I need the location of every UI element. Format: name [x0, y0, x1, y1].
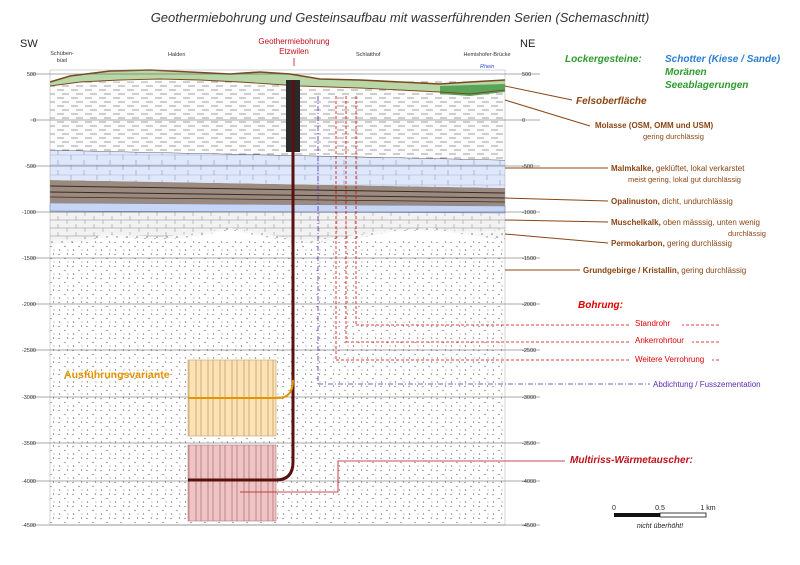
multiriss-block — [187, 444, 277, 522]
lockergesteine-schotter: Schotter (Kiese / Sande) — [665, 54, 781, 65]
depth-tick-right: -1000 — [522, 210, 536, 216]
depth-tick-left: -3000 — [22, 395, 36, 401]
opalinus-line-1 — [49, 185, 506, 194]
felsoberflaeche-leader — [504, 85, 573, 101]
variante-borehole — [188, 379, 294, 399]
layer-malmkalke — [50, 150, 505, 188]
scale-seg-white — [659, 512, 707, 518]
diagram-title: Geothermiebohrung und Gesteinsaufbau mit… — [151, 10, 650, 25]
grund-label: Grundgebirge / Kristallin, gering durchl… — [583, 266, 746, 275]
layer-legend: Lockergesteine: Schotter (Kiese / Sande)… — [504, 54, 781, 275]
multiriss-leader — [240, 460, 565, 493]
malm-label: Malmkalke, geklüftet, lokal verkarstet — [611, 164, 745, 173]
depth-tick-left: -3500 — [22, 441, 36, 447]
multiriss-borehole — [188, 461, 295, 482]
layer-muschelkalk — [50, 210, 505, 240]
depth-tick-right: -3500 — [522, 441, 536, 447]
perm-leader — [504, 233, 609, 244]
anker-label-bg — [630, 334, 692, 345]
orientation-sw: SW — [20, 38, 38, 50]
scale-bar: 0 0.5 1 km nicht überhöht! — [612, 505, 716, 530]
scale-label-0: 0 — [612, 505, 616, 512]
bohrung-legend: Bohrung: Standrohr Ankerrohrtour Weitere… — [318, 300, 778, 389]
depth-tick-right: -4000 — [522, 479, 536, 485]
depth-tick-left: -1500 — [22, 256, 36, 262]
molasse-leader — [504, 99, 591, 127]
depth-tick-left: -4000 — [22, 479, 36, 485]
opalinus-line-2 — [49, 191, 506, 199]
opalinus-label: Opalinuston, dicht, undurchlässig — [611, 197, 733, 206]
depth-tick-left: 0 — [33, 118, 36, 124]
depth-tick-right: -2000 — [522, 302, 536, 308]
depth-tick-right: -3000 — [522, 395, 536, 401]
location-halden: Halden — [168, 52, 185, 58]
layer-lockergesteine — [50, 70, 505, 94]
scale-label-05: 0.5 — [655, 505, 665, 512]
perm-label: Permokarbon, gering durchlässig — [611, 239, 732, 248]
orientation-ne: NE — [520, 38, 535, 50]
standrohr-label-bg — [630, 317, 682, 328]
depth-tick-right: -500 — [522, 164, 533, 170]
depth-tick-right: 0 — [522, 118, 525, 124]
depth-tick-left: -2500 — [22, 348, 36, 354]
opalinus-line-3 — [49, 196, 506, 203]
lockergesteine-moraenen: Moränen — [665, 67, 707, 78]
layer-opalinuston — [50, 180, 505, 206]
molasse-label: Molasse (OSM, OMM und USM) — [595, 121, 714, 130]
standrohr-label: Standrohr — [635, 319, 670, 328]
muschel-label: Muschelkalk, oben mässsig, unten wenig — [611, 218, 760, 227]
depth-tick-left: -2000 — [22, 302, 36, 308]
depth-tick-left: -500 — [25, 164, 36, 170]
depth-tick-left: 500 — [27, 72, 36, 78]
multiriss-label: Multiriss-Wärmetauscher: — [570, 455, 693, 466]
muschel-desc: durchlässig — [728, 229, 766, 238]
anker-label: Ankerrohrtour — [635, 336, 684, 345]
location-rhein: Rhein — [480, 64, 494, 70]
scale-label-1: 1 km — [700, 505, 715, 512]
depth-tick-right: -1500 — [522, 256, 536, 262]
geology-layers — [49, 69, 506, 526]
depth-tick-left: -4500 — [22, 523, 36, 529]
abdichtung-label: Abdichtung / Fusszementation — [653, 380, 761, 389]
location-hemishofer: Hemishofer-Brücke — [463, 52, 510, 58]
lockergesteine-title: Lockergesteine: — [565, 54, 642, 65]
depth-tick-right: 500 — [522, 72, 531, 78]
borehole-casing — [188, 80, 357, 482]
verrohrung-label: Weitere Verrohrung — [635, 355, 704, 364]
depth-tick-left: -1000 — [22, 210, 36, 216]
terrain-surface — [49, 69, 506, 85]
abdichtung-label-bg — [650, 376, 778, 387]
depth-tick-right: -2500 — [522, 348, 536, 354]
location-schuebenbuel: Schüben-büel — [50, 51, 74, 64]
ausfuehrungsvariante-label: Ausführungsvariante — [64, 369, 170, 381]
depth-tick-right: -4500 — [522, 523, 536, 529]
layer-grundgebirge — [50, 240, 505, 525]
malm-desc: meist gering, lokal gut durchlässig — [628, 175, 741, 184]
location-schlatthof: Schlatthof — [356, 52, 381, 58]
felsoberflaeche-label: Felsoberfläche — [576, 96, 647, 107]
bohrung-title: Bohrung: — [578, 300, 623, 311]
felsoberflaeche-line — [49, 78, 506, 95]
lockergesteine-see: Seeablagerungen — [665, 80, 748, 91]
verrohrung-label-bg — [630, 352, 712, 363]
muschel-leader — [504, 219, 609, 223]
molasse-desc: gering durchlässig — [643, 132, 704, 141]
scale-note: nicht überhöht! — [637, 523, 683, 530]
scale-seg-black — [614, 513, 660, 517]
opalinus-leader — [504, 197, 609, 202]
